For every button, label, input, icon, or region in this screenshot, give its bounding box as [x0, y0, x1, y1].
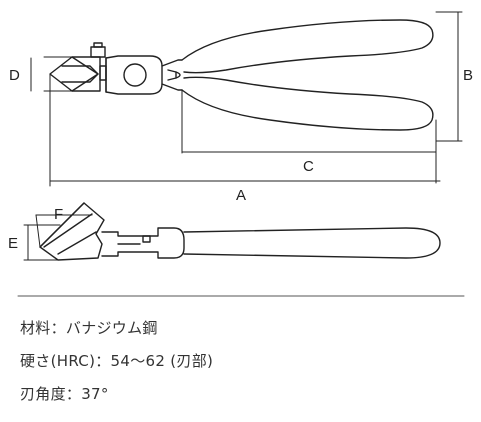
dim-label-e: E [8, 235, 18, 252]
side-dimension-lines [23, 214, 93, 261]
side-pin [142, 235, 151, 243]
spring [175, 71, 181, 79]
pivot-head [105, 55, 163, 95]
side-blade [39, 202, 105, 261]
pivot-ring [123, 63, 147, 87]
side-handle [183, 227, 441, 259]
dim-label-f: F [54, 206, 63, 223]
spec-material: 材料：バナジウム鋼 [20, 319, 158, 337]
adjust-screw [90, 46, 106, 58]
pliers-top-view [49, 19, 434, 131]
jaw-outline [49, 56, 101, 92]
pliers-side-view [39, 202, 441, 261]
dimension-lines [30, 11, 463, 187]
lower-handle [181, 76, 434, 131]
spec-blade-angle: 刃角度：37° [20, 385, 109, 403]
dim-label-a: A [236, 187, 246, 204]
upper-handle [181, 19, 434, 74]
dim-label-c: C [303, 158, 314, 175]
spec-hardness: 硬さ(HRC)：54〜62 (刃部) [20, 352, 214, 370]
dim-label-d: D [9, 67, 20, 84]
dim-label-b: B [463, 67, 473, 84]
side-body [101, 227, 185, 259]
